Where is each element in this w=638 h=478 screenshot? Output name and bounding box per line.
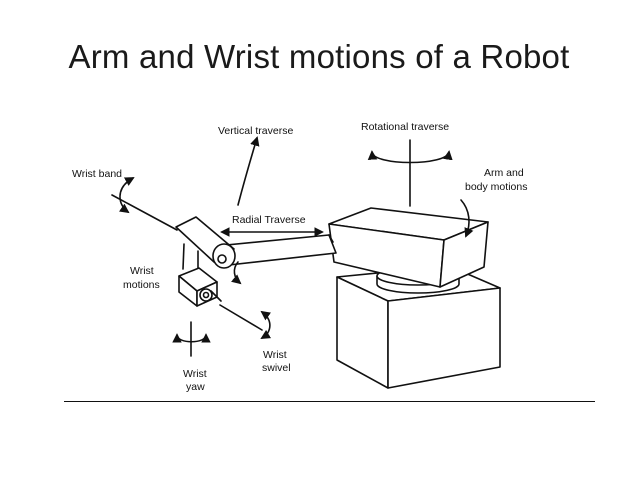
label-rotational-traverse: Rotational traverse (361, 121, 449, 133)
wrist-cylinder (175, 216, 236, 270)
vertical-traverse-arrow (237, 136, 260, 206)
wrist-yaw-arrow (172, 321, 211, 357)
arm-body-arrow (460, 199, 474, 238)
wrist-joint (178, 267, 222, 307)
label-wrist-swivel-1: Wrist (263, 349, 287, 361)
label-radial-traverse: Radial Traverse (232, 214, 306, 226)
tool-axis (111, 194, 178, 231)
wrist-motion-arrow (231, 261, 242, 285)
robot-body (328, 207, 489, 288)
label-wrist-band: Wrist band (72, 168, 122, 180)
rotation-axis (367, 139, 453, 207)
tool-axis-lower (219, 304, 263, 331)
wrist-band-arrow (118, 177, 135, 214)
label-wrist-yaw-2: yaw (186, 381, 205, 393)
label-wrist-motions-1: Wrist (130, 265, 154, 277)
label-vertical-traverse: Vertical traverse (218, 125, 293, 137)
slide-title: Arm and Wrist motions of a Robot (68, 38, 570, 75)
wrist-swivel-arrow (260, 310, 272, 339)
label-arm-body-1: Arm and (484, 167, 524, 179)
label-wrist-swivel-2: swivel (262, 362, 291, 374)
label-wrist-yaw-1: Wrist (183, 368, 207, 380)
label-arm-body-2: body motions (465, 181, 527, 193)
label-wrist-motions-2: motions (123, 279, 160, 291)
baseline-rule (64, 401, 595, 402)
